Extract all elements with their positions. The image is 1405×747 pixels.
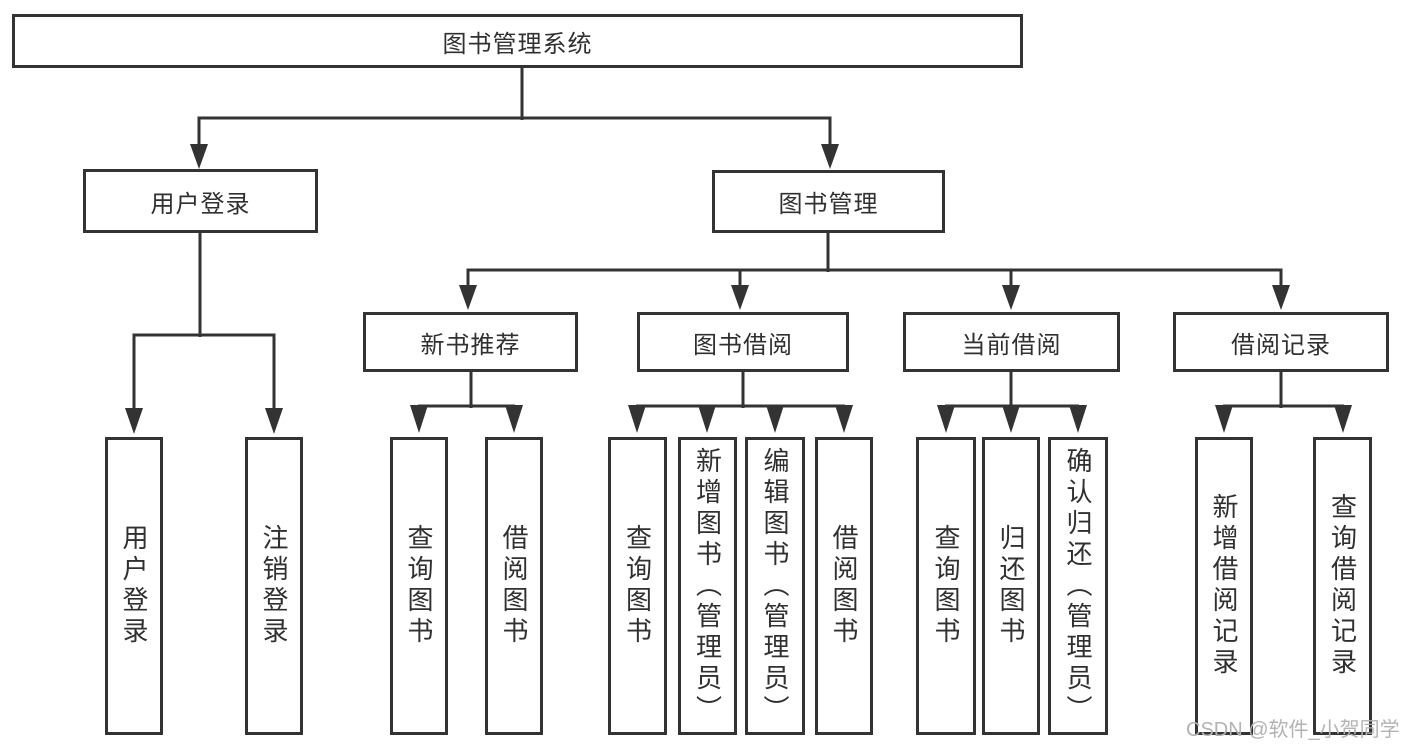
leaf-current-return-books: 归还图书: [982, 437, 1040, 735]
connector-records-to-leaves: [1215, 371, 1352, 433]
arrowhead-icon: [505, 405, 523, 433]
connector-borrow-to-leaves: [628, 371, 853, 433]
node-book-borrow: 图书借阅: [637, 312, 849, 372]
node-book-management: 图书管理: [712, 170, 945, 233]
arrowhead-icon: [835, 405, 853, 433]
connector-user-login-to-leaves: [125, 232, 283, 434]
arrowhead-icon: [937, 405, 955, 433]
leaf-borrow-query-books: 查询图书: [608, 437, 667, 735]
arrowhead-icon: [821, 144, 839, 169]
arrowhead-icon: [1215, 405, 1233, 433]
arrowhead-icon: [731, 285, 749, 310]
arrowhead-icon: [1334, 405, 1352, 433]
leaf-borrow-add-books: 新增图书（管理员）: [678, 437, 737, 735]
csdn-watermark: CSDN @软件_小贺同学: [1186, 719, 1400, 741]
leaf-rec-query-books: 查询图书: [390, 437, 448, 735]
connector-current-to-leaves: [937, 371, 1087, 433]
connector-root-to-level2: [190, 67, 839, 169]
arrowhead-icon: [766, 405, 784, 433]
leaf-borrow-edit-books: 编辑图书（管理员）: [745, 437, 805, 735]
leaf-records-add-record: 新增借阅记录: [1195, 437, 1253, 735]
leaf-current-confirm-return: 确认归还（管理员）: [1048, 437, 1108, 735]
leaf-current-query-books: 查询图书: [916, 437, 976, 735]
leaf-records-query-record: 查询借阅记录: [1313, 437, 1372, 735]
arrowhead-icon: [1002, 285, 1020, 310]
node-user-login: 用户登录: [83, 169, 318, 233]
leaf-rec-borrow-books: 借阅图书: [485, 437, 543, 735]
arrowhead-icon: [1272, 285, 1290, 310]
node-current-borrow: 当前借阅: [903, 312, 1120, 372]
leaf-borrow-borrow-books: 借阅图书: [815, 437, 873, 735]
leaf-user-login: 用户登录: [105, 437, 163, 735]
arrowhead-icon: [265, 408, 283, 434]
arrowhead-icon: [698, 405, 716, 433]
arrowhead-icon: [1002, 405, 1020, 433]
connector-new-rec-to-leaves: [410, 371, 523, 433]
arrowhead-icon: [459, 285, 477, 310]
connector-book-mgmt-to-level3: [459, 232, 1290, 310]
arrowhead-icon: [1069, 405, 1087, 433]
node-borrow-records: 借阅记录: [1173, 312, 1389, 372]
node-root: 图书管理系统: [12, 14, 1023, 68]
leaf-logout: 注销登录: [245, 437, 303, 735]
node-new-book-recommend: 新书推荐: [363, 312, 578, 372]
arrowhead-icon: [410, 405, 428, 433]
arrowhead-icon: [190, 144, 208, 169]
arrowhead-icon: [125, 408, 143, 434]
arrowhead-icon: [628, 405, 646, 433]
